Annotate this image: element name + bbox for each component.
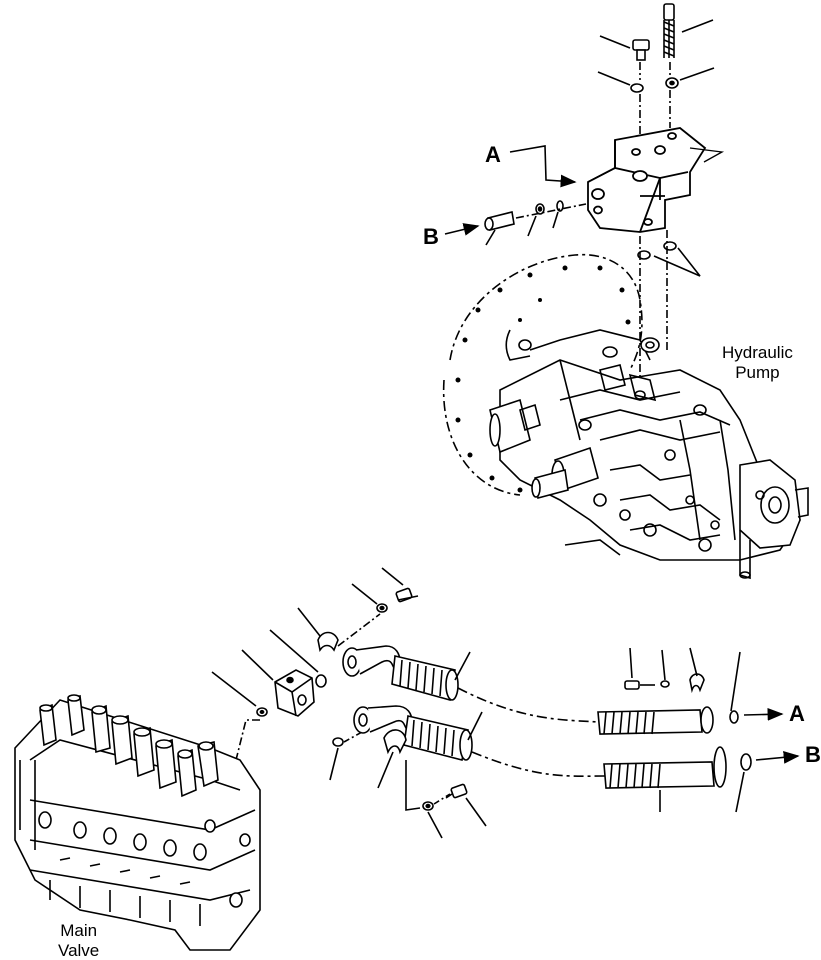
hydraulic-pump-label-line2: Pump [735,362,780,382]
hydraulic-pump-label: Hydraulic Pump [722,343,793,382]
callout-b-top-label: B [423,224,439,249]
lower-o-rings [637,230,701,380]
callout-a-leader [509,145,577,188]
main-valve-label-line1: Main [60,921,98,940]
callout-b-fitting [444,200,587,246]
main-valve-label-line2: Valve [58,940,100,960]
valve-fitting-block [211,649,315,791]
callout-a-top-label: A [485,142,501,167]
washers [597,67,715,93]
callout-a-right-label: A [789,701,805,726]
callout-b-right-label: B [805,742,821,767]
top-bolt-stack [597,3,715,150]
lower-hose-assembly [329,705,800,839]
main-valve [14,694,261,951]
hydraulic-pump-label-line1: Hydraulic [722,343,793,362]
upper-hose-assembly [269,567,784,735]
short-bolt [599,35,650,61]
hydraulic-pump [442,253,809,580]
long-bolt [663,3,714,58]
manifold-block [587,127,725,233]
main-valve-label: Main Valve [58,921,99,960]
